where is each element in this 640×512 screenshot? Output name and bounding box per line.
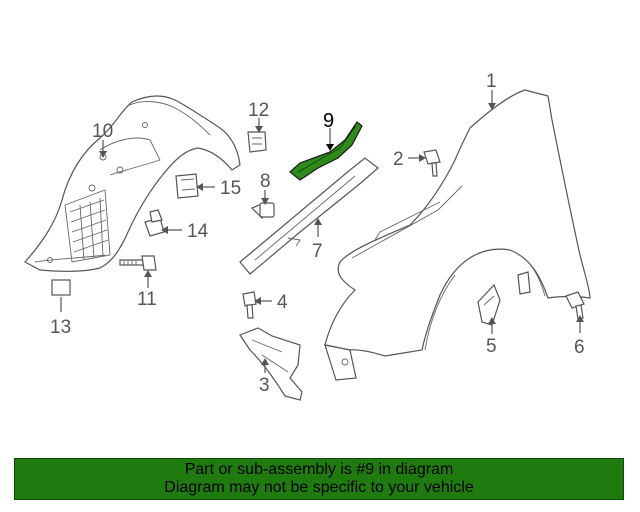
callout-3: 3 xyxy=(259,375,270,396)
callout-5: 5 xyxy=(486,336,497,357)
parts-diagram: 1 2 3 4 5 6 7 8 9 10 11 12 13 14 15 xyxy=(24,71,591,401)
front-fender-1 xyxy=(324,89,591,381)
leader-2-arrow xyxy=(419,154,426,162)
pad-13 xyxy=(51,279,71,296)
seal-9-highlighted xyxy=(289,121,363,181)
bolt-6 xyxy=(565,291,585,320)
lower-bracket-3 xyxy=(239,327,303,401)
callout-14: 14 xyxy=(187,221,209,242)
clip-nut-12 xyxy=(247,131,267,153)
leader-7-arrow xyxy=(314,218,322,225)
callout-7: 7 xyxy=(312,241,323,262)
leader-4-arrow xyxy=(254,297,261,305)
leader-9-arrow xyxy=(326,144,334,151)
leader-1-arrow xyxy=(488,103,496,110)
callout-9: 9 xyxy=(323,110,334,132)
clip-8 xyxy=(250,202,275,219)
leader-10-arrow xyxy=(99,151,107,158)
bolt-2 xyxy=(423,149,441,177)
leader-5-arrow xyxy=(488,317,496,324)
callout-6: 6 xyxy=(574,337,585,358)
callout-4: 4 xyxy=(277,292,288,313)
seal-bracket-7 xyxy=(239,157,379,275)
callout-15: 15 xyxy=(220,178,241,199)
footer-banner: Part or sub-assembly is #9 in diagram Di… xyxy=(14,458,624,500)
leader-6-arrow xyxy=(576,315,584,322)
callout-11: 11 xyxy=(137,289,157,310)
leader-14-arrow xyxy=(161,226,168,234)
callout-10: 10 xyxy=(92,121,113,142)
leader-12-arrow xyxy=(255,126,263,133)
bracket-clip-15 xyxy=(175,173,199,199)
callout-13: 13 xyxy=(50,317,71,338)
bolt-4 xyxy=(242,291,257,319)
small-bracket-5 xyxy=(477,283,501,326)
push-clip-14 xyxy=(144,209,165,237)
footer-line-part-info: Part or sub-assembly is #9 in diagram xyxy=(184,461,454,478)
footer-line-disclaimer: Diagram may not be specific to your vehi… xyxy=(164,479,474,496)
callout-8: 8 xyxy=(260,171,271,192)
leader-3-arrow xyxy=(261,358,269,365)
bolt-11 xyxy=(119,255,157,271)
leader-11-arrow xyxy=(144,270,152,277)
callout-1: 1 xyxy=(486,71,497,92)
leader-8-arrow xyxy=(261,198,269,205)
leader-15-arrow xyxy=(196,183,203,191)
callout-12: 12 xyxy=(248,100,269,121)
callout-2: 2 xyxy=(393,149,404,170)
fender-liner-part xyxy=(24,95,241,272)
